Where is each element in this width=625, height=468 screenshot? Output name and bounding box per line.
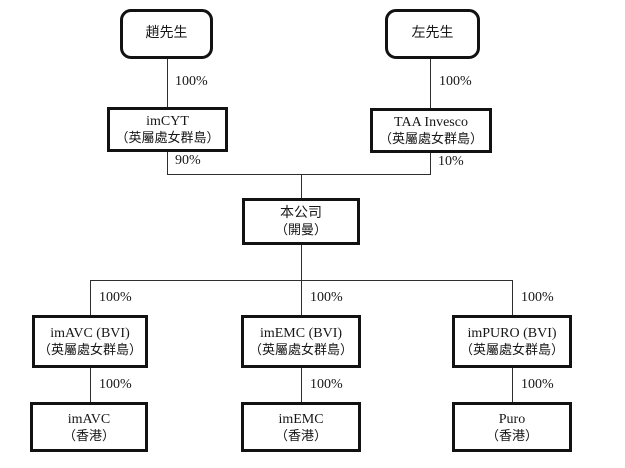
pct-imemc-bvi-hk: 100% <box>310 377 343 392</box>
node-puro-hk-name: Puro <box>498 411 526 427</box>
node-impuro-bvi-place: （英屬處女群島） <box>459 342 564 357</box>
connector-to-puro-hk-vline <box>512 367 513 402</box>
pct-taa-company: 10% <box>438 154 464 169</box>
connector-company-down-vline <box>301 244 302 280</box>
node-imcyt-place: （英屬處女群島） <box>115 130 220 145</box>
node-puro-hk-place: （香港） <box>485 427 538 443</box>
node-company-place: （開曼） <box>274 222 327 237</box>
node-zuo-label: 左先生 <box>411 26 454 41</box>
connector-owners-hline <box>167 174 431 175</box>
node-imavc-bvi-name: imAVC (BVI) <box>50 326 130 341</box>
pct-zhao-imcyt: 100% <box>175 74 208 89</box>
connector-to-imemc-hk-vline <box>301 367 302 402</box>
node-zuo: 左先生 <box>385 9 480 59</box>
node-imavc-bvi-place: （英屬處女群島） <box>37 342 142 357</box>
connector-zhao-imcyt-vline <box>167 59 168 107</box>
node-zhao: 趙先生 <box>120 9 213 59</box>
node-taa-invesco-place: （英屬處女群島） <box>378 131 483 146</box>
pct-zuo-taa: 100% <box>439 74 472 89</box>
node-imemc-hk-name: imEMC <box>278 411 324 427</box>
connector-taa-down-vline <box>430 153 431 175</box>
node-imemc-bvi: imEMC (BVI) （英屬處女群島） <box>241 315 361 368</box>
node-imemc-bvi-place: （英屬處女群島） <box>248 342 353 357</box>
node-imavc-hk: imAVC （香港） <box>30 402 148 452</box>
connector-to-impuro-bvi-vline <box>512 280 513 315</box>
node-taa-invesco: TAA Invesco （英屬處女群島） <box>370 108 492 153</box>
node-impuro-bvi-name: imPURO (BVI) <box>467 326 557 341</box>
connector-to-imemc-bvi-vline <box>301 280 302 315</box>
connector-to-imavc-bvi-vline <box>90 280 91 315</box>
pct-imcyt-company: 90% <box>175 153 201 168</box>
node-imavc-bvi: imAVC (BVI) （英屬處女群島） <box>32 315 148 368</box>
node-imemc-bvi-name: imEMC (BVI) <box>259 326 343 341</box>
node-imavc-hk-name: imAVC <box>67 411 111 427</box>
node-zhao-label: 趙先生 <box>145 26 188 41</box>
connector-into-company-vline <box>301 174 302 198</box>
node-imemc-hk: imEMC （香港） <box>241 402 361 452</box>
connector-zuo-taa-vline <box>430 59 431 108</box>
node-imcyt: imCYT （英屬處女群島） <box>107 107 228 152</box>
node-puro-hk: Puro （香港） <box>452 402 572 452</box>
pct-company-impuro-bvi: 100% <box>521 290 554 305</box>
pct-company-imemc-bvi: 100% <box>310 290 343 305</box>
node-company-name: 本公司 <box>280 206 322 221</box>
pct-company-imavc-bvi: 100% <box>99 290 132 305</box>
pct-impuro-bvi-hk: 100% <box>521 377 554 392</box>
connector-imcyt-down-vline <box>167 152 168 175</box>
node-imavc-hk-place: （香港） <box>62 427 115 443</box>
node-company: 本公司 （開曼） <box>242 198 360 245</box>
pct-imavc-bvi-hk: 100% <box>99 377 132 392</box>
node-imemc-hk-place: （香港） <box>274 427 327 443</box>
node-taa-invesco-name: TAA Invesco <box>394 115 468 130</box>
node-imcyt-name: imCYT <box>146 114 189 129</box>
node-impuro-bvi: imPURO (BVI) （英屬處女群島） <box>452 315 572 368</box>
connector-to-imavc-hk-vline <box>90 367 91 402</box>
